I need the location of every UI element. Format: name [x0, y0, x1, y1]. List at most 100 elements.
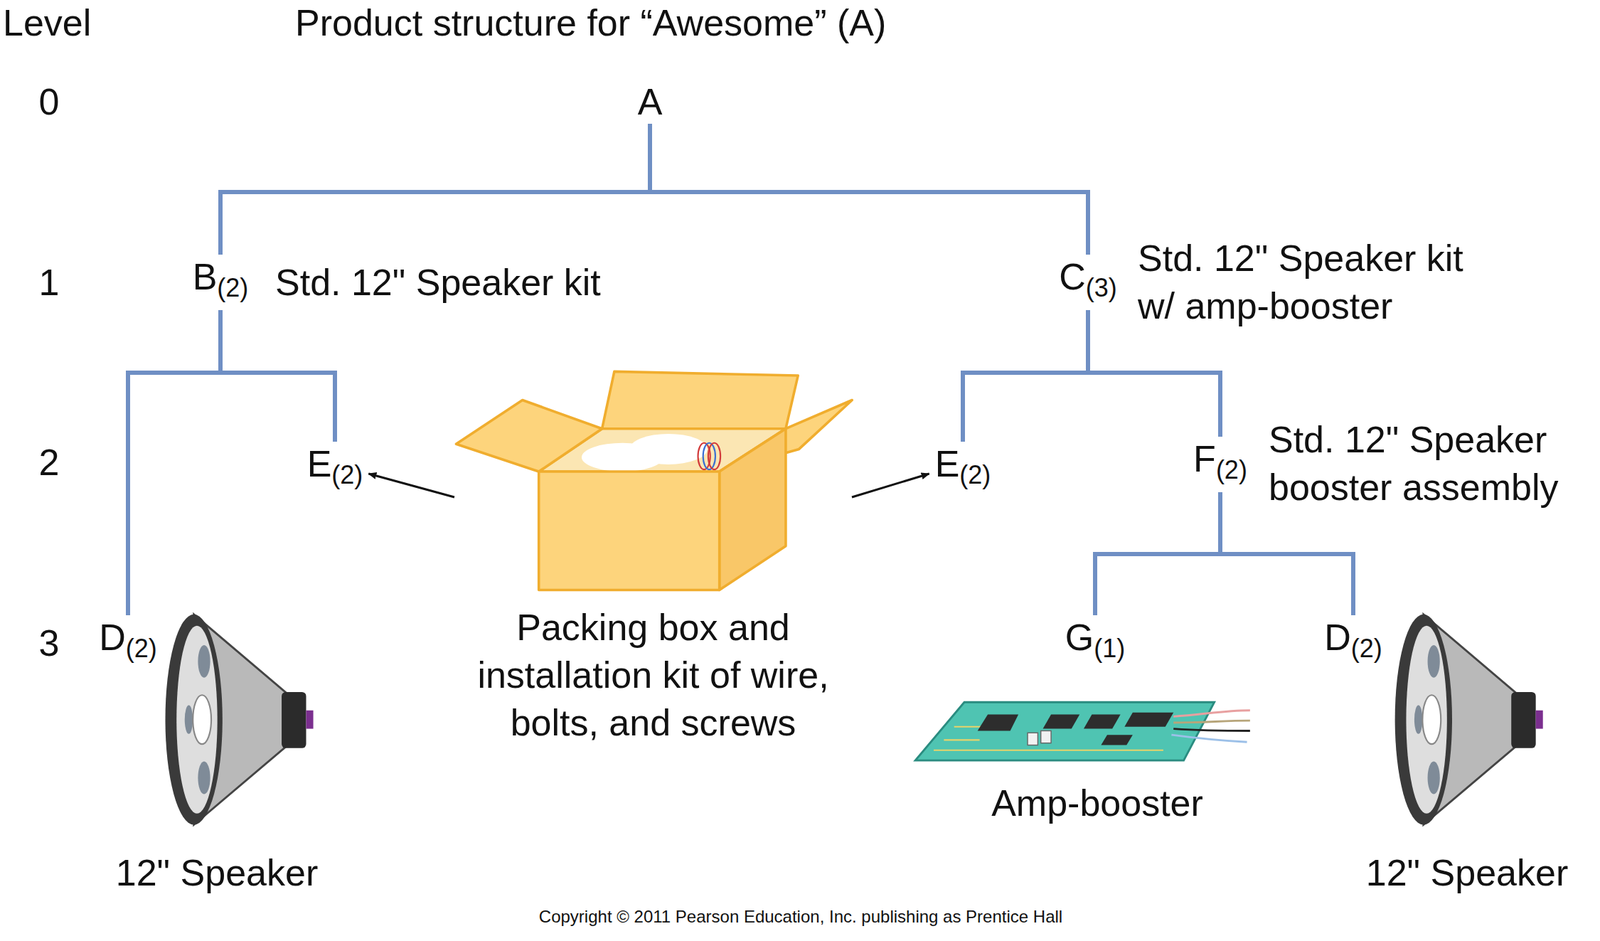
amp-board-picture [915, 701, 1251, 761]
quantity-subscript: (2) [331, 460, 363, 490]
circuit-board [915, 701, 1214, 761]
tree-node: E(2) [929, 441, 997, 498]
part-code: B(2) [187, 254, 255, 311]
quantity-subscript: (2) [125, 633, 158, 663]
part-letter: B [192, 256, 218, 298]
part-description: Std. 12" Speaker booster assembly [1268, 416, 1582, 512]
cone-shade [197, 761, 210, 795]
quantity-subscript: (2) [1216, 455, 1248, 485]
wire-coil [708, 443, 721, 470]
part-description: 12" Speaker [1366, 849, 1568, 897]
level-number: 0 [39, 80, 60, 124]
level-number: 1 [39, 260, 60, 304]
tree-connector [1095, 492, 1221, 616]
box-filling [629, 433, 707, 465]
cone-shade [197, 644, 210, 678]
arrow-connector [851, 473, 930, 498]
packing-node: Packing box and installation kit of wire… [454, 372, 852, 753]
speaker-rim [1395, 614, 1453, 825]
cone-shade [1427, 644, 1440, 678]
box-back-flap [602, 371, 799, 429]
speaker-picture [164, 614, 313, 825]
box-side [719, 428, 786, 591]
quantity-subscript: (2) [959, 460, 991, 490]
speaker-terminal [305, 710, 313, 729]
part-letter: G [1065, 616, 1094, 658]
tree-node: D(2)12" Speaker [93, 615, 163, 671]
tree-node: A [632, 79, 669, 124]
quantity-subscript: (1) [1093, 633, 1125, 663]
quantity-subscript: (2) [216, 273, 249, 303]
part-description: Std. 12" Speaker kit [275, 258, 601, 307]
part-description: Std. 12" Speaker kit w/ amp-booster [1137, 234, 1494, 330]
part-code: D(2) [1318, 615, 1389, 671]
part-letter: E [307, 443, 333, 485]
level-number: 2 [39, 440, 60, 484]
axis-heading: Level [2, 1, 92, 45]
speaker-magnet [281, 691, 306, 749]
tree-node: C(3)Std. 12" Speaker kit w/ amp-booster [1053, 254, 1123, 311]
speaker-cone [1405, 625, 1447, 814]
part-letter: D [98, 616, 126, 658]
board-trace [933, 726, 1164, 751]
dust-cap [192, 694, 212, 744]
part-code: A [632, 79, 669, 124]
wire [1171, 734, 1247, 742]
part-description: Packing box and installation kit of wire… [461, 603, 846, 747]
part-letter: A [637, 81, 663, 123]
speaker-magnet [1511, 691, 1536, 749]
diagram-title: Product structure for “Awesome” (A) [295, 1, 887, 45]
part-description: Amp-booster [991, 779, 1204, 828]
part-letter: F [1193, 438, 1216, 480]
dust-cap [1422, 694, 1441, 744]
cone-shade [1427, 761, 1440, 795]
arrow-connector [368, 473, 455, 498]
chip [1083, 713, 1121, 729]
wire [1173, 728, 1251, 732]
box-left-flap [455, 400, 602, 472]
box-front [539, 471, 720, 590]
part-code: C(3) [1053, 254, 1123, 311]
chip [1043, 713, 1081, 729]
speaker-terminal [1536, 710, 1544, 729]
tree-connector [220, 310, 335, 442]
part-code: F(2) [1187, 436, 1253, 493]
part-code: D(2) [93, 615, 163, 671]
speaker-cone [176, 625, 217, 814]
quantity-subscript: (2) [1351, 633, 1383, 663]
tree-node: D(2)12" Speaker [1318, 615, 1389, 671]
chip [977, 713, 1019, 731]
copyright-note: Copyright © 2011 Pearson Education, Inc.… [539, 905, 1063, 928]
capacitor [1041, 730, 1052, 743]
part-code: E(2) [929, 441, 997, 498]
cone-shade [1414, 705, 1423, 734]
level-number: 3 [39, 621, 60, 665]
tree-node: E(2) [301, 441, 370, 498]
cone-shade [184, 705, 193, 734]
part-letter: D [1324, 616, 1352, 658]
tree-connector [128, 310, 221, 616]
tree-connector [1220, 492, 1354, 616]
tree-node: B(2)Std. 12" Speaker kit [187, 254, 255, 311]
quantity-subscript: (3) [1085, 273, 1118, 303]
tree-connector [220, 123, 650, 255]
part-letter: E [935, 443, 960, 485]
tree-connector [1088, 310, 1221, 437]
part-code: E(2) [301, 441, 370, 498]
part-letter: C [1058, 256, 1086, 298]
speaker-picture [1395, 614, 1544, 825]
tree-node: G(1)Amp-booster [1059, 615, 1131, 671]
tree-node: F(2)Std. 12" Speaker booster assembly [1187, 436, 1253, 493]
part-code: G(1) [1059, 615, 1131, 671]
wire [1173, 720, 1251, 723]
part-description: 12" Speaker [115, 849, 318, 897]
chip [1100, 734, 1133, 745]
chip [1124, 712, 1174, 727]
capacitor [1027, 732, 1038, 745]
packing-box [455, 371, 852, 590]
speaker-rim [164, 614, 222, 825]
tree-connector [649, 123, 1088, 255]
wire [1173, 710, 1251, 717]
tree-connector [962, 310, 1088, 442]
